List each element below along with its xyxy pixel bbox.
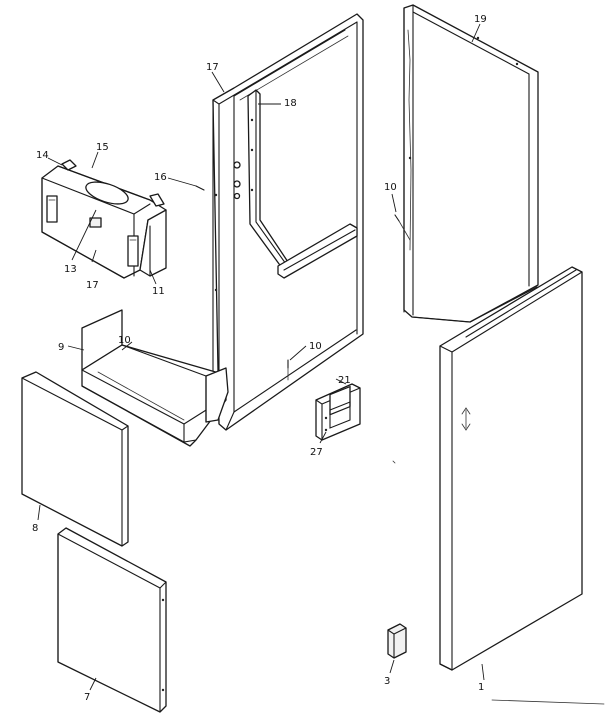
callout-8: 8 [32, 523, 38, 534]
callout-1: 1 [478, 682, 484, 693]
callout-3: 3 [384, 676, 390, 687]
callout-9: 9 [58, 342, 64, 353]
part-3-clip [387, 623, 407, 659]
part-7-bottom-door [57, 527, 167, 713]
callout-17-top: 17 [206, 62, 219, 73]
callout-15: 15 [96, 142, 109, 153]
baseline-mark [491, 699, 605, 705]
part-21-bracket [315, 383, 361, 441]
callouts: 1 3 7 8 9 10 10 10 11 13 14 15 16 17 17 … [32, 14, 487, 703]
screw-16 [195, 185, 205, 191]
leader-lines [37, 23, 485, 691]
part-18-bracket [247, 89, 358, 279]
callout-10-pan: 10 [118, 335, 131, 346]
callout-19: 19 [474, 14, 487, 25]
marker-tick [392, 460, 396, 464]
callout-17-housing: 17 [86, 280, 99, 291]
part-1-front-panel [439, 266, 583, 671]
callout-16: 16 [154, 172, 167, 183]
callout-10-right: 10 [384, 182, 397, 193]
callout-10-center: 10 [309, 341, 322, 352]
callout-18: 18 [284, 98, 297, 109]
part-9-bottom-pan [81, 309, 229, 447]
callout-7: 7 [84, 692, 90, 703]
part-15-blower-housing [41, 159, 167, 279]
callout-27: 27 [310, 447, 323, 458]
callout-21: 21 [338, 375, 351, 386]
callout-13: 13 [64, 264, 77, 275]
part-19-rear-panel [403, 4, 539, 323]
screw-10-right [394, 214, 411, 241]
part-8-left-panel [21, 371, 129, 547]
callout-14: 14 [36, 150, 49, 161]
callout-11: 11 [152, 286, 165, 297]
